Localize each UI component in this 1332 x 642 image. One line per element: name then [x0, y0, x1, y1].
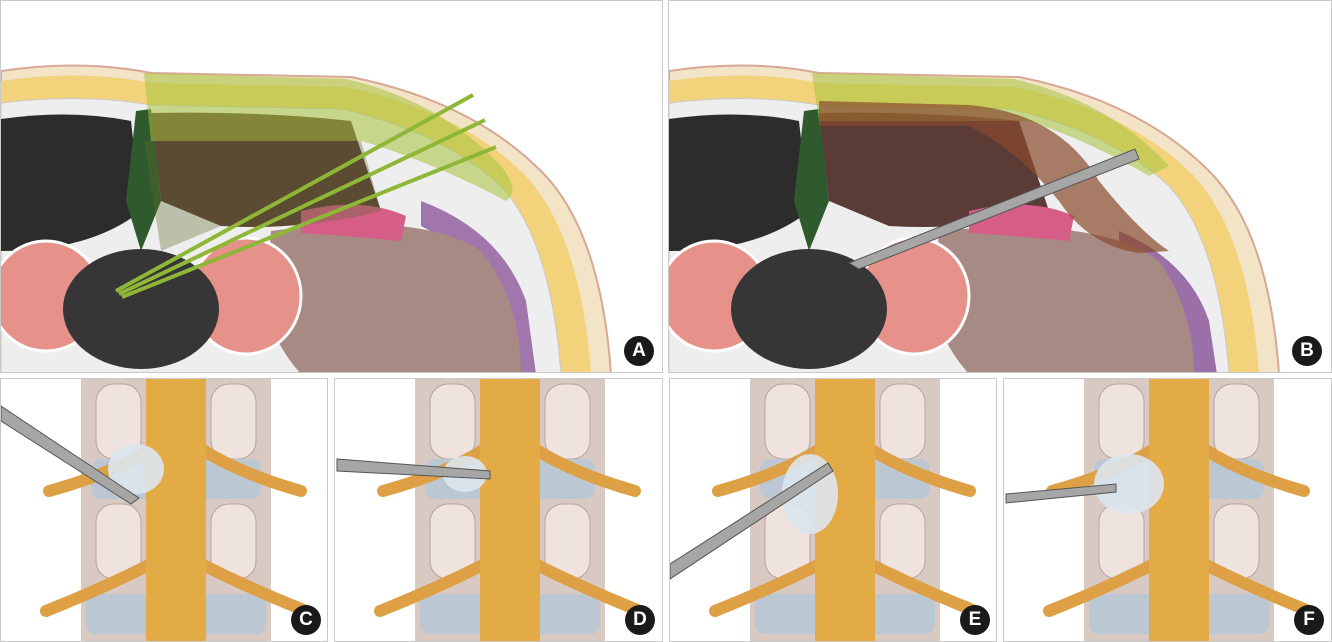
panel-label-c: C — [291, 605, 321, 635]
spine-diagram-c — [1, 379, 312, 641]
spine-diagram-d — [336, 379, 646, 641]
erector-spinae-left — [1, 114, 141, 251]
esp-plane-highlight — [144, 73, 513, 201]
nerve-root-lower-left — [374, 558, 491, 617]
spinal-cord — [1149, 379, 1209, 641]
panel-label-e: E — [960, 605, 990, 635]
needle-trajectory-2 — [118, 118, 486, 296]
kidney — [934, 227, 1194, 372]
panel-label-d: D — [625, 605, 655, 635]
panel-d: D — [334, 378, 663, 642]
panel-label-a: A — [624, 336, 654, 366]
needle-trajectory-3 — [121, 145, 497, 299]
steel-needle — [336, 458, 491, 480]
spinal-cord — [146, 379, 206, 641]
vertebral-body — [63, 249, 219, 369]
esp-plane-highlight — [812, 73, 1169, 176]
erector-spinae-left — [669, 114, 809, 251]
injectate-spread — [819, 101, 1169, 253]
spine-diagram-f — [1005, 379, 1315, 641]
spine-diagram-e — [670, 379, 981, 641]
nerve-root-lower-right — [1198, 558, 1315, 617]
axial-section-diagram-a — [1, 64, 612, 372]
injectate-cloud — [108, 444, 164, 494]
panel-c: C — [0, 378, 328, 642]
vertebra-upper-right — [210, 383, 257, 460]
spinous-process — [794, 109, 829, 251]
nerve-root-lower-left — [1043, 558, 1160, 617]
spinous-process — [126, 109, 161, 251]
needle-trajectory-1 — [115, 93, 474, 293]
injectate-cloud — [1094, 454, 1164, 514]
axial-section-diagram-b — [669, 64, 1280, 372]
panel-b: B — [668, 0, 1332, 373]
steel-needle — [847, 148, 1140, 270]
panel-f: F — [1003, 378, 1332, 642]
panel-e: E — [669, 378, 997, 642]
steel-needle — [1005, 483, 1117, 504]
nerve-root-upper-right — [195, 443, 307, 497]
vertebra-upper-left — [764, 383, 811, 460]
panel-label-b: B — [1292, 336, 1322, 366]
nerve-root-upper-right — [529, 443, 641, 497]
esp-plane-deep — [144, 141, 381, 251]
steel-needle — [670, 462, 834, 580]
erector-spinae-right — [819, 112, 1049, 227]
panel-label-f: F — [1294, 605, 1324, 635]
steel-needle — [1, 405, 140, 505]
nerve-root-lower-left — [40, 558, 157, 617]
nerve-root-upper-right — [864, 443, 976, 497]
nerve-root-lower-right — [864, 558, 981, 617]
nerve-root-lower-left — [709, 558, 826, 617]
vertebra-upper-left — [429, 383, 476, 460]
panel-a: A — [0, 0, 663, 373]
nerve-root-lower-right — [529, 558, 646, 617]
nerve-root-upper-right — [1198, 443, 1310, 497]
vertebra-upper-left — [1098, 383, 1145, 460]
vertebral-body — [731, 249, 887, 369]
kidney — [266, 224, 521, 372]
vertebra-upper-right — [879, 383, 926, 460]
vertebra-upper-right — [544, 383, 591, 460]
vertebra-upper-right — [1213, 383, 1260, 460]
spinal-cord — [480, 379, 540, 641]
nerve-root-lower-right — [195, 558, 312, 617]
